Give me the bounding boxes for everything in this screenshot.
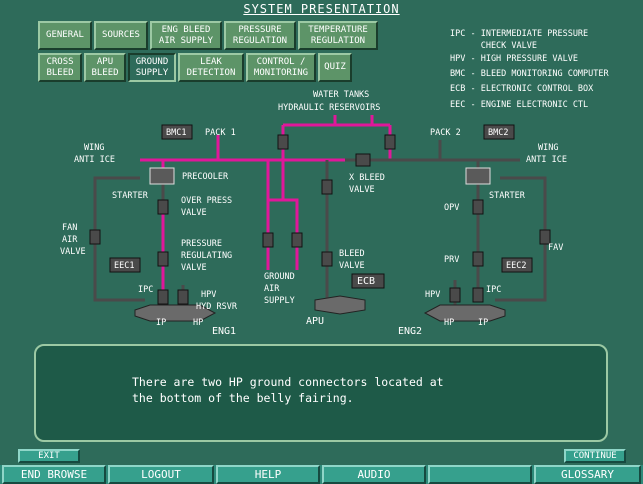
label-pressure: PRESSURE [181, 239, 222, 249]
label-anti-ice-left: ANTI ICE [74, 155, 115, 165]
help-button[interactable]: HELP [216, 465, 320, 484]
precooler-right [465, 167, 491, 185]
nav-apu-bleed-button[interactable]: APU BLEED [84, 53, 126, 82]
label-ecb: ECB [357, 276, 375, 287]
label-eng1: ENG1 [212, 326, 236, 337]
continue-button[interactable]: CONTINUE [564, 449, 626, 463]
exit-button[interactable]: EXIT [18, 449, 80, 463]
nav-general-button[interactable]: GENERAL [38, 21, 92, 50]
label-x-bleed: X BLEED [349, 173, 385, 183]
label-ipc-left: IPC [138, 285, 153, 295]
precooler-left [149, 167, 175, 185]
label-over-press: OVER PRESS [181, 196, 232, 206]
audio-button[interactable]: AUDIO [322, 465, 426, 484]
legend-ecb: ECB - ELECTRONIC CONTROL BOX [450, 84, 594, 94]
label-x-bleed-valve: VALVE [349, 185, 375, 195]
label-hp-right: HP [444, 318, 454, 328]
label-hpv-right: HPV [425, 290, 440, 300]
label-precooler: PRECOOLER [182, 172, 229, 182]
label-opv: OPV [444, 203, 459, 213]
label-eec1: EEC1 [114, 261, 134, 271]
nav-cross-bleed-button[interactable]: CROSS BLEED [38, 53, 82, 82]
label-fan: FAN [62, 223, 77, 233]
message-text: There are two HP ground connectors locat… [132, 375, 444, 405]
label-bleed-valve: VALVE [339, 261, 365, 271]
label-starter-right: STARTER [489, 191, 526, 201]
glossary-button[interactable]: GLOSSARY [534, 465, 641, 484]
label-hp-left: HP [193, 318, 203, 328]
label-bmc1: BMC1 [166, 128, 186, 138]
label-regulating: REGULATING [181, 251, 232, 261]
nav-ground-supply-button[interactable]: GROUND SUPPLY [128, 53, 176, 82]
end-browse-button[interactable]: END BROWSE [2, 465, 106, 484]
nav-quiz-button[interactable]: QUIZ [318, 53, 352, 82]
label-air: AIR [62, 235, 78, 245]
label-water-tanks: WATER TANKS [313, 90, 369, 100]
nav-eng-bleed-button[interactable]: ENG BLEED AIR SUPPLY [150, 21, 222, 50]
label-hyd-rsvr: HYD RSVR [196, 302, 238, 312]
bleed-air-diagram: WATER TANKS HYDRAULIC RESERVOIRS BMC1 BM… [60, 90, 567, 337]
nav-leak-detection-button[interactable]: LEAK DETECTION [178, 53, 244, 82]
nav-sources-button[interactable]: SOURCES [94, 21, 148, 50]
nav-control-monitoring-button[interactable]: CONTROL / MONITORING [246, 53, 316, 82]
label-hyd-reservoirs: HYDRAULIC RESERVOIRS [278, 103, 380, 113]
label-bmc2: BMC2 [488, 128, 508, 138]
label-wing-left: WING [84, 143, 104, 153]
nav-temperature-regulation-button[interactable]: TEMPERATURE REGULATION [298, 21, 378, 50]
label-fan-air-valve: VALVE [60, 247, 86, 257]
label-pack1: PACK 1 [205, 128, 236, 138]
label-pack2: PACK 2 [430, 128, 461, 138]
label-apu: APU [306, 316, 324, 327]
label-prv: PRV [444, 255, 459, 265]
label-ground: GROUND [264, 272, 295, 282]
legend-ipc: IPC - INTERMEDIATE PRESSURE [450, 29, 589, 39]
label-ip-right: IP [478, 318, 488, 328]
label-ground-supply: SUPPLY [264, 296, 295, 306]
label-hpv-left: HPV [201, 290, 216, 300]
valves [89, 134, 551, 305]
engines [134, 295, 506, 322]
label-ipc-right: IPC [486, 285, 501, 295]
label-ground-air: AIR [264, 284, 280, 294]
logout-button[interactable]: LOGOUT [108, 465, 214, 484]
label-ip-left: IP [156, 318, 166, 328]
label-over-press-valve: VALVE [181, 208, 207, 218]
label-wing-right: WING [538, 143, 558, 153]
label-eng2: ENG2 [398, 326, 422, 337]
label-fav: FAV [548, 243, 563, 253]
legend-bmc: BMC - BLEED MONITORING COMPUTER [450, 69, 609, 79]
legend-eec: EEC - ENGINE ELECTRONIC CTL [450, 100, 589, 110]
legend-hpv: HPV - HIGH PRESSURE VALVE [450, 54, 578, 64]
message-panel: There are two HP ground connectors locat… [34, 344, 608, 442]
label-regulating-valve: VALVE [181, 263, 207, 273]
label-starter-left: STARTER [112, 191, 149, 201]
label-eec2: EEC2 [506, 261, 526, 271]
page-title: SYSTEM PRESENTATION [243, 2, 400, 16]
label-bleed: BLEED [339, 249, 365, 259]
blank-button[interactable] [428, 465, 532, 484]
legend-ipc-cont: CHECK VALVE [450, 41, 537, 51]
label-anti-ice-right: ANTI ICE [526, 155, 567, 165]
nav-pressure-regulation-button[interactable]: PRESSURE REGULATION [224, 21, 296, 50]
